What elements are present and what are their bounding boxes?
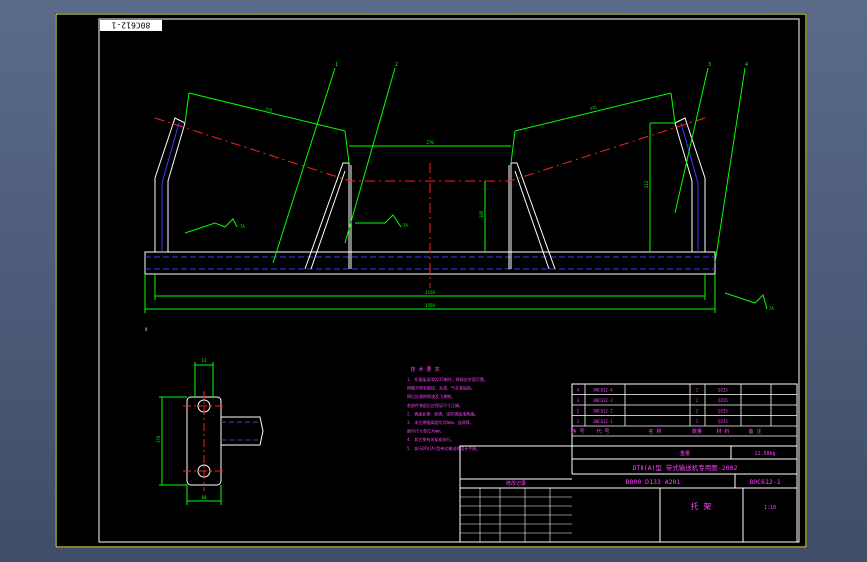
- drawing-sheet: 80C612-1: [55, 13, 807, 548]
- right-post: [508, 163, 512, 269]
- note-line: 各部件装配后应保证尺寸正确。: [407, 402, 463, 408]
- tb-name: 托 架: [691, 501, 712, 511]
- technical-notes: 技 术 要 求 1. 托辊架采用Q235制作，焊接应牢固可靠。 焊缝不得有裂纹、…: [407, 366, 488, 451]
- part-label-3: 3: [708, 62, 711, 68]
- part-label-4: 4: [745, 62, 748, 68]
- cad-drawing: 80C612-1: [55, 13, 807, 548]
- tb-scale: 1:10: [764, 505, 776, 511]
- dim-slope-right: [514, 92, 672, 132]
- detail-view: 13 170 60: [156, 358, 264, 505]
- trough-centerline: [154, 117, 706, 182]
- right-bracket-hidden-2: [680, 122, 699, 184]
- parts-cell: 4: [577, 388, 580, 393]
- tb-drawing-no: B800 D133 A201: [626, 478, 681, 486]
- dim-ext-1: [184, 92, 190, 124]
- dim-ext-4: [510, 130, 516, 164]
- part-label-1: 1: [335, 62, 338, 68]
- parts-cell: 80C612-2: [593, 409, 613, 414]
- part-label-2: 2: [395, 62, 398, 68]
- change-block-title: 修改记录: [506, 480, 526, 487]
- right-bracket: [674, 117, 706, 252]
- parts-cell: 1: [696, 419, 699, 424]
- dim-slope-left: [188, 92, 346, 132]
- note-line: 3. 未注焊缝高度均为6mm，连续焊。: [407, 419, 473, 425]
- dim-text-top: 270: [426, 140, 434, 145]
- leader-2: [344, 67, 396, 244]
- parts-cell: 1: [577, 419, 580, 424]
- dim-text-span: 1150: [425, 290, 435, 295]
- weld-label-c: 7A: [769, 306, 774, 311]
- dim-text-slope-right: 315: [589, 104, 598, 111]
- left-post: [348, 163, 352, 269]
- left-bracket-hidden-2: [161, 122, 180, 184]
- tb-series: DTⅡ(A)型 带式输送机专用图-2002: [633, 463, 738, 472]
- parts-cell: Q235: [718, 388, 728, 393]
- stamp-code: 80C612-1: [112, 21, 151, 30]
- title-block: 重量 11.58kg DTⅡ(A)型 带式输送机专用图-2002 B800 D1…: [459, 445, 798, 543]
- right-inner-support-2: [514, 170, 550, 270]
- parts-cell: 1: [696, 388, 699, 393]
- tb-code: 80C612-1: [749, 478, 780, 486]
- detail-text-top: 13: [202, 358, 207, 363]
- dim-text-slope-left: 315: [265, 106, 274, 113]
- parts-cell: 2: [696, 398, 699, 403]
- parts-header-cell: 序 号: [571, 428, 584, 435]
- inner-frame: [98, 18, 800, 543]
- parts-cell: 3: [577, 398, 580, 403]
- stamp-box: [100, 20, 162, 31]
- detail-text-left: 170: [156, 435, 161, 443]
- parts-cell: 80C612-1: [593, 419, 613, 424]
- parts-table-frame: [571, 383, 798, 447]
- dim-text-right: 212: [644, 180, 649, 188]
- leader-3: [674, 67, 709, 214]
- weld-symbol-left: [184, 218, 238, 234]
- tb-weight: 11.58kg: [754, 451, 775, 457]
- parts-cell: Q235: [718, 419, 728, 424]
- note-line: 5. 执行DTⅡ(A)型带式输送机设计手册。: [407, 445, 480, 451]
- x-mark: X: [145, 327, 148, 332]
- parts-header-cell: 代 号: [596, 428, 609, 435]
- dim-text-overall: 1550: [425, 303, 435, 308]
- weld-label-a: 7A: [240, 224, 245, 229]
- parts-cell: Q235: [718, 398, 728, 403]
- note-line: 1. 托辊架采用Q235制作，焊接应牢固可靠。: [407, 376, 488, 382]
- dim-ext-2: [344, 130, 350, 164]
- note-line: 焊缝不得有裂纹、夹渣、气孔等缺陷。: [407, 385, 475, 391]
- main-view: 1 2 3 4 7A 7A 7A 315 315 270 185 212 115…: [144, 62, 774, 332]
- dim-text-height: 185: [479, 210, 484, 218]
- left-bracket: [154, 117, 186, 252]
- parts-header-cell: 名 称: [648, 428, 661, 435]
- notes-title: 技 术 要 求: [410, 366, 439, 373]
- title-block-frame: [459, 445, 798, 543]
- note-line: 4. 其它按有关标准执行。: [407, 436, 454, 442]
- tb-weight-label: 重量: [680, 450, 690, 457]
- parts-cell: 2: [696, 409, 699, 414]
- leader-1: [272, 67, 336, 264]
- parts-cell: 80C612-3: [593, 398, 613, 403]
- parts-header-cell: 材 料: [716, 428, 729, 435]
- parts-cell: 2: [577, 409, 580, 414]
- parts-header-cell: 备 注: [748, 428, 761, 435]
- weld-label-b: 7A: [403, 223, 408, 228]
- weld-symbol-mid: [355, 214, 402, 228]
- note-line: 2. 表面处理：除锈、涂防锈底漆两遍。: [407, 410, 478, 416]
- parts-header-cell: 数量: [692, 428, 702, 435]
- detail-channel: [221, 416, 264, 446]
- outer-border: [55, 13, 807, 548]
- note-line: 图中尺寸单位为mm。: [407, 428, 444, 434]
- left-inner-support-2: [310, 170, 346, 270]
- parts-cell: 80C612-4: [593, 388, 613, 393]
- dim-ext-3: [670, 92, 676, 124]
- weld-symbol-right: [724, 292, 768, 310]
- parts-cell: Q235: [718, 409, 728, 414]
- note-line: 焊后应清除焊渣及飞溅物。: [407, 393, 455, 399]
- leader-4: [714, 67, 746, 264]
- detail-text-bottom: 60: [202, 495, 207, 500]
